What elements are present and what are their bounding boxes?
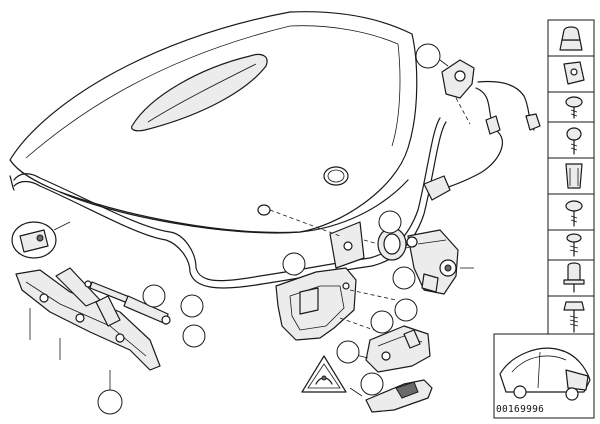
release-cable bbox=[423, 59, 541, 201]
callout-latch-bracket bbox=[394, 298, 418, 322]
lock-hole bbox=[257, 204, 271, 216]
warning-triangle-sticker bbox=[301, 355, 347, 393]
self-tapping-screw-icon bbox=[566, 233, 582, 257]
diagram-id-label: 00169996 bbox=[496, 404, 545, 415]
lock-cylinder-assembly bbox=[269, 209, 474, 295]
callout-lock-cylinder bbox=[392, 266, 416, 290]
vehicle-locator-inset bbox=[493, 333, 595, 419]
trunk-seal bbox=[9, 117, 447, 289]
callout-latch-actuator bbox=[370, 310, 394, 334]
callout-trim-panel bbox=[282, 252, 306, 276]
clip-plate-icon bbox=[563, 61, 585, 85]
rivet-icon bbox=[563, 262, 585, 293]
trunk-lid bbox=[9, 11, 418, 234]
callout-group bbox=[97, 43, 441, 415]
oval-head-screw-icon bbox=[565, 96, 583, 119]
callout-strut-bracket bbox=[180, 294, 204, 318]
latch-actuator bbox=[351, 325, 431, 373]
gas-strut bbox=[84, 280, 171, 325]
emblem bbox=[323, 166, 349, 186]
callout-handle-grip bbox=[360, 372, 384, 396]
pan-head-screw-icon bbox=[566, 127, 582, 155]
hex-bolt-icon bbox=[563, 301, 585, 333]
trim-panel bbox=[275, 262, 397, 341]
callout-warning-triangle bbox=[336, 340, 360, 364]
callout-gas-strut bbox=[142, 284, 166, 308]
hardware-column bbox=[547, 19, 595, 337]
expanding-nut-icon bbox=[565, 163, 583, 189]
callout-hinge-assembly bbox=[97, 389, 123, 415]
handle-grip bbox=[349, 379, 433, 413]
hinge-detail-inset bbox=[11, 221, 71, 259]
callout-cover-cap bbox=[415, 43, 441, 69]
callout-grommet bbox=[378, 210, 402, 234]
flat-head-screw-icon bbox=[565, 200, 583, 227]
hinge-assembly bbox=[15, 267, 161, 392]
callout-hinge-bolt bbox=[182, 324, 206, 348]
plug-cap-icon bbox=[559, 26, 583, 51]
